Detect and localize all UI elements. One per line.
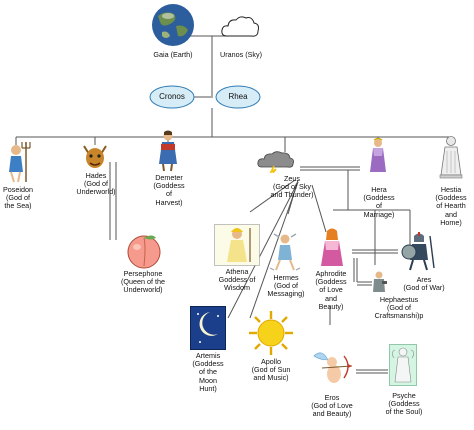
- rhea-label: Rhea: [228, 92, 248, 101]
- hera-label: Hera (Goddess of Marriage): [363, 185, 395, 219]
- artemis-label: Artemis (Goddess of the Moon Hunt): [192, 351, 224, 393]
- hephaestus-figure-icon: [373, 271, 387, 292]
- ares-warrior-icon: [401, 232, 435, 271]
- hestia-statue-icon: [439, 136, 463, 179]
- zeus-label: Zeus (God of Sky and Thunder): [270, 174, 314, 200]
- earth-globe-icon: [152, 4, 194, 46]
- peach-fruit-icon: [127, 235, 161, 269]
- hades-figure-icon: [83, 145, 107, 168]
- athena-figure-icon: [214, 224, 260, 266]
- eros-label: Eros (God of Love and Beauty): [311, 393, 353, 419]
- parents-ovals: [149, 85, 261, 109]
- demeter-label: Demeter (Goddess of Harvest): [153, 173, 185, 207]
- demeter-figure-icon: [159, 130, 177, 172]
- cupid-icon: [313, 352, 353, 383]
- persephone-label: Persephone (Queen of the Underworld): [121, 269, 165, 295]
- gaia-label: Gaia (Earth): [153, 50, 193, 59]
- psyche-statue-icon: [389, 344, 417, 386]
- hades-label: Hades (God of Underworld): [76, 171, 116, 197]
- aphrodite-figure-icon: [321, 228, 343, 266]
- hera-figure-icon: [370, 138, 386, 172]
- apollo-label: Apollo (God of Sun and Music): [251, 357, 291, 383]
- poseidon-figure-icon: [9, 142, 31, 183]
- hestia-label: Hestia (Goddess of Hearth and Home): [435, 185, 467, 227]
- aphrodite-label: Aphrodite (Goddess of Love and Beauty): [315, 269, 347, 311]
- hephaestus-label: Hephaestus (God of Craftsmanshi)p: [374, 295, 424, 321]
- ares-label: Ares (God of War): [403, 275, 445, 293]
- psyche-label: Psyche (Goddess of the Soul): [385, 391, 423, 417]
- cronos-label: Cronos: [159, 92, 185, 101]
- uranos-label: Uranos (Sky): [220, 50, 262, 59]
- sun-icon: [249, 311, 293, 355]
- poseidon-label: Poseidon (God of the Sea): [3, 185, 33, 211]
- hermes-figure-icon: [269, 233, 301, 271]
- hermes-label: Hermes (God of Messaging): [267, 273, 305, 299]
- athena-label: Athena Goddess of Wisdom: [218, 267, 256, 293]
- storm-cloud-icon: [257, 151, 294, 173]
- crescent-moon-icon: [190, 306, 226, 350]
- cloud-icon: [221, 16, 259, 37]
